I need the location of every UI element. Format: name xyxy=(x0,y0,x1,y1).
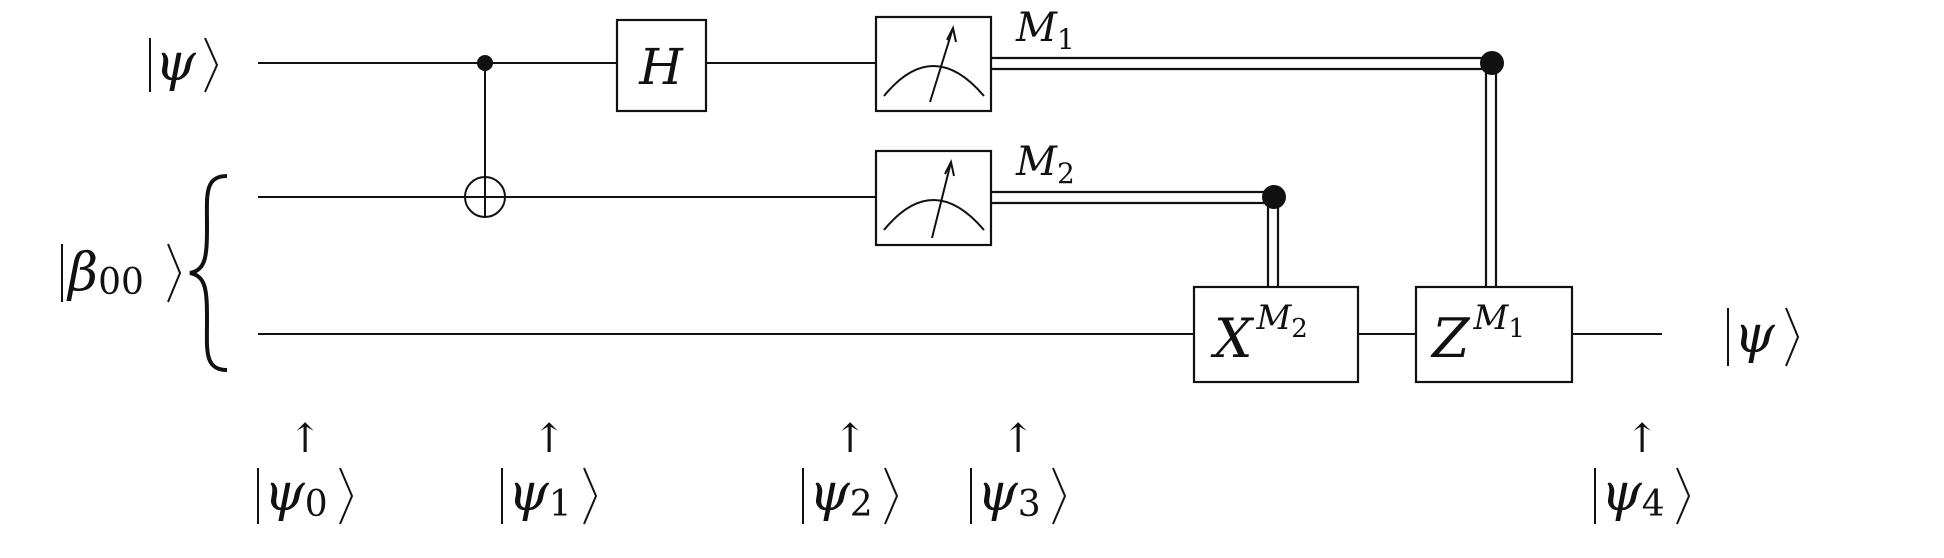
svg-text:ψ3: ψ3 xyxy=(977,463,1041,525)
stage-arrow-icon: ↑ xyxy=(1625,416,1659,462)
svg-text:ψ: ψ xyxy=(155,33,197,93)
stage-marker-psi2: ↑ ψ2 xyxy=(802,416,899,525)
hadamard-gate: H xyxy=(615,18,708,113)
stage-arrow-icon: ↑ xyxy=(833,416,867,462)
meter-dial-icon xyxy=(883,65,985,97)
output-label-psi: ψ xyxy=(1727,305,1800,367)
hadamard-label: H xyxy=(638,38,684,96)
svg-text:ψ2: ψ2 xyxy=(809,463,873,525)
classical-wire-m2 xyxy=(991,190,1280,287)
svg-text:ψ1: ψ1 xyxy=(508,463,572,525)
curly-brace xyxy=(189,174,228,372)
stage-marker-psi1: ↑ ψ1 xyxy=(501,416,598,525)
cnot-gate xyxy=(464,55,506,218)
input-label-psi: ψ xyxy=(149,33,219,93)
stage-arrow-icon: ↑ xyxy=(532,416,566,462)
classical-control-dot-m1 xyxy=(1480,51,1504,75)
svg-text:β00: β00 xyxy=(66,243,144,303)
meter-needle-icon xyxy=(931,161,952,239)
classical-control-dot-m2 xyxy=(1262,185,1286,209)
stage-marker-psi0: ↑ ψ0 xyxy=(257,416,354,525)
stage-marker-psi4: ↑ ψ4 xyxy=(1594,416,1691,525)
svg-text:ψ0: ψ0 xyxy=(264,463,328,525)
measurement-m2 xyxy=(874,149,993,247)
cnot-control-dot xyxy=(477,55,493,71)
measurement-m1 xyxy=(874,15,993,113)
measurement-m2-label: M2 xyxy=(1015,139,1075,190)
input-label-bell-pair: β00 xyxy=(61,174,228,372)
meter-dial-icon xyxy=(883,199,985,231)
meter-needle-icon xyxy=(929,27,954,103)
svg-text:ψ: ψ xyxy=(1734,305,1776,365)
stage-arrow-icon: ↑ xyxy=(1001,416,1035,462)
svg-text:ψ4: ψ4 xyxy=(1601,463,1665,525)
stage-marker-psi3: ↑ ψ3 xyxy=(970,416,1067,525)
measurement-m1-label: M1 xyxy=(1015,5,1075,56)
stage-arrow-icon: ↑ xyxy=(288,416,322,462)
